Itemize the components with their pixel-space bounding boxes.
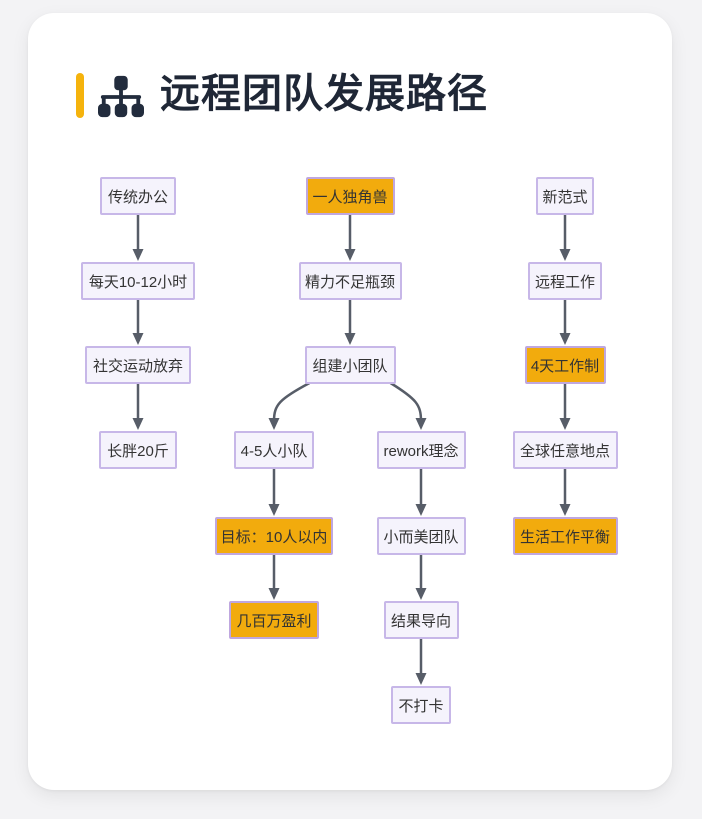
flow-node-small-team: 小而美团队 — [376, 517, 466, 555]
flow-node-result: 结果导向 — [383, 601, 459, 639]
flow-node-trad-office: 传统办公 — [100, 177, 176, 215]
page-title: 远程团队发展路径 — [160, 71, 488, 116]
flow-node-four-day: 4天工作制 — [524, 346, 606, 384]
flow-node-goal: 目标：10人以内 — [215, 517, 333, 555]
flow-node-profit: 几百万盈利 — [229, 601, 319, 639]
flow-node-hours: 每天10-12小时 — [81, 262, 195, 300]
accent-bar — [76, 73, 84, 118]
flow-node-energy: 精力不足瓶颈 — [298, 262, 402, 300]
flow-node-weight: 长胖20斤 — [99, 431, 177, 469]
flow-node-balance: 生活工作平衡 — [512, 517, 618, 555]
flow-node-rework: rework理念 — [376, 431, 466, 469]
flow-node-anywhere: 全球任意地点 — [512, 431, 618, 469]
flow-node-squad: 4-5人小队 — [234, 431, 314, 469]
flow-node-team: 组建小团队 — [304, 346, 396, 384]
flow-node-remote: 远程工作 — [528, 262, 602, 300]
flow-node-paradigm: 新范式 — [536, 177, 594, 215]
flow-node-social: 社交运动放弃 — [85, 346, 191, 384]
flow-node-unicorn: 一人独角兽 — [305, 177, 395, 215]
flow-node-no-clock: 不打卡 — [391, 686, 451, 724]
sitemap-icon — [98, 75, 144, 119]
